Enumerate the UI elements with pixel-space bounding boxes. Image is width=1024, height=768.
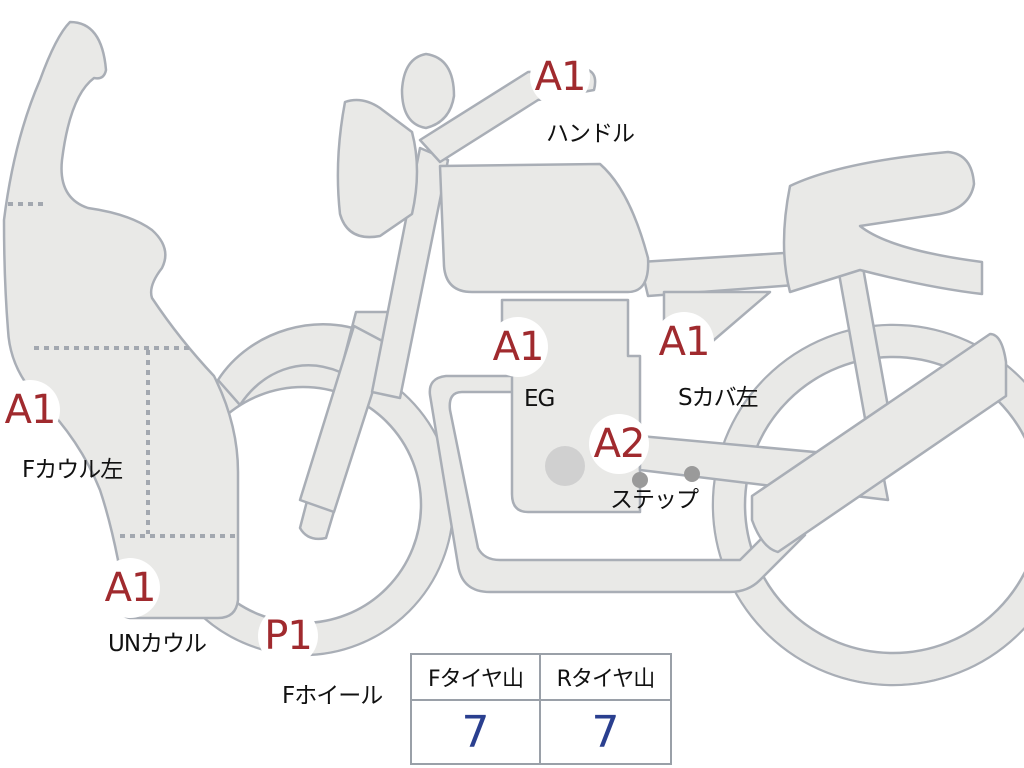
seat-rail [638,250,810,298]
f-cowl-left-marker: A1 [0,380,60,440]
step-peg-right [684,466,700,482]
engine-cover [545,446,585,486]
muffler [750,332,1008,554]
step-peg-left [632,472,648,488]
tire-tread-table: Fタイヤ山 Rタイヤ山 7 7 [410,653,672,765]
f-wheel-marker: P1 [258,606,318,666]
step-marker: A2 [589,414,649,474]
rear-wheel [711,323,1024,687]
s-cover-left-label: Sカバ左 [678,385,759,411]
rear-tire-header: Rタイヤ山 [541,655,670,701]
un-cowl-label: UNカウル [108,631,207,657]
front-tire-header: Fタイヤ山 [412,655,541,701]
front-cowl [2,20,240,620]
eg-marker: A1 [488,317,548,377]
handle-label: ハンドル [546,121,635,147]
fuel-tank [438,162,650,294]
mirror [400,52,456,130]
fork-boot [298,324,390,514]
f-cowl-left-label: Fカウル左 [22,457,123,483]
un-cowl-marker: A1 [100,558,160,618]
f-wheel-label: Fホイール [282,683,383,709]
front-tire-value: 7 [412,701,541,763]
rear-tire-value: 7 [591,706,620,758]
eg-label: EG [524,386,555,412]
step-label: ステップ [610,487,699,513]
frame [428,374,807,594]
handle-marker: A1 [530,47,590,107]
s-cover-left-marker: A1 [654,312,714,372]
seat [782,150,984,296]
headlight [336,98,419,239]
